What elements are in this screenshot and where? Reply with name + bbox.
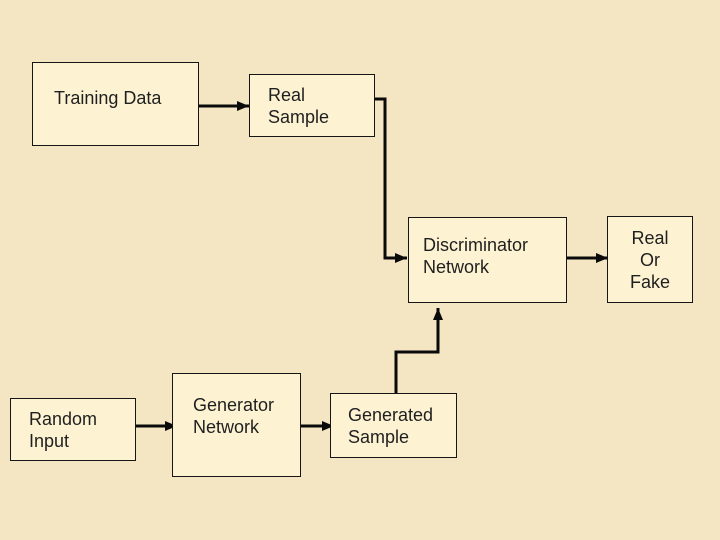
node-training-data: Training Data: [32, 62, 199, 146]
node-discriminator-network-label: Discriminator Network: [423, 235, 529, 277]
node-generator-network-label: Generator Network: [193, 395, 275, 437]
node-generated-sample: Generated Sample: [330, 393, 457, 458]
node-real-or-fake: Real Or Fake: [607, 216, 693, 303]
node-real-sample-label: Real Sample: [268, 84, 330, 127]
node-real-or-fake-label: Real Or Fake: [629, 227, 671, 292]
node-generated-sample-label: Generated Sample: [348, 404, 434, 447]
node-discriminator-network: Discriminator Network: [408, 217, 567, 303]
node-generator-network: Generator Network: [172, 373, 301, 477]
edge-real-sample-to-discriminator-network: [366, 97, 407, 263]
edge-generated-sample-to-discriminator-network: [394, 308, 443, 393]
node-real-sample: Real Sample: [249, 74, 375, 137]
node-training-data-label: Training Data: [54, 88, 162, 108]
node-random-input-label: Random Input: [29, 408, 98, 451]
node-random-input: Random Input: [10, 398, 136, 461]
